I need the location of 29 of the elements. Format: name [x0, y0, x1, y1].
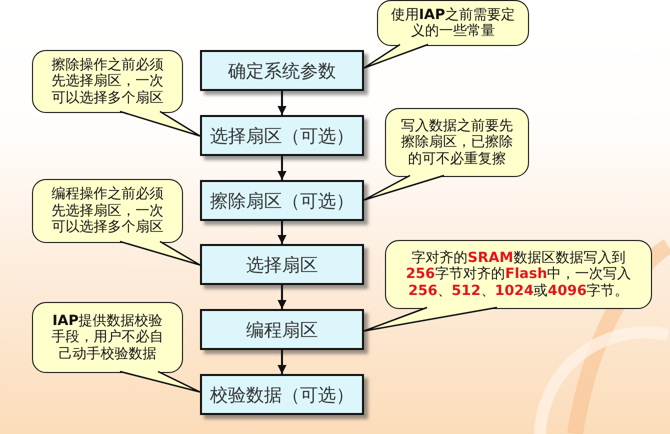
arrow	[278, 285, 286, 309]
callout-text: 字对齐的SRAM数据区数据写入到256字节对齐的Flash中，一次写入256、512、1024或4096字节。	[404, 250, 632, 300]
callout-tail	[119, 110, 201, 137]
callout-text: IAP提供数据校验手段，用户不必自己动手校验数据	[50, 312, 164, 362]
process-box	[200, 244, 364, 285]
step-label: 擦除扇区（可选）	[210, 190, 354, 212]
arrow	[278, 350, 286, 374]
callout-tail	[119, 370, 201, 393]
callout-text: 编程操作之前必须先选择扇区，一次可以选择多个扇区	[50, 186, 164, 236]
process-box	[200, 309, 364, 350]
arrow	[278, 91, 286, 115]
step-label: 选择扇区（可选）	[210, 124, 354, 148]
step-label: 编程扇区	[246, 318, 318, 342]
process-box	[200, 50, 364, 91]
process-box	[200, 115, 364, 156]
step-label: 校验数据（可选）	[210, 384, 354, 406]
callout-tail	[363, 174, 445, 201]
callout-text: 擦除操作之前必须先选择扇区，一次可以选择多个扇区	[50, 56, 164, 106]
callout-tail	[119, 240, 201, 266]
callout-tail	[363, 44, 429, 69]
process-box	[200, 374, 364, 415]
step-label: 选择扇区	[246, 254, 318, 276]
process-box	[200, 180, 364, 221]
step-label: 确定系统参数	[228, 60, 336, 82]
arrow	[278, 221, 286, 244]
arrow	[278, 156, 286, 180]
callout-text: 写入数据之前要先擦除扇区，已擦除的可不必重复擦	[400, 118, 514, 168]
callout-tail	[363, 306, 498, 332]
callout-text: 使用IAP之前需要定义的一些常量	[390, 6, 516, 40]
